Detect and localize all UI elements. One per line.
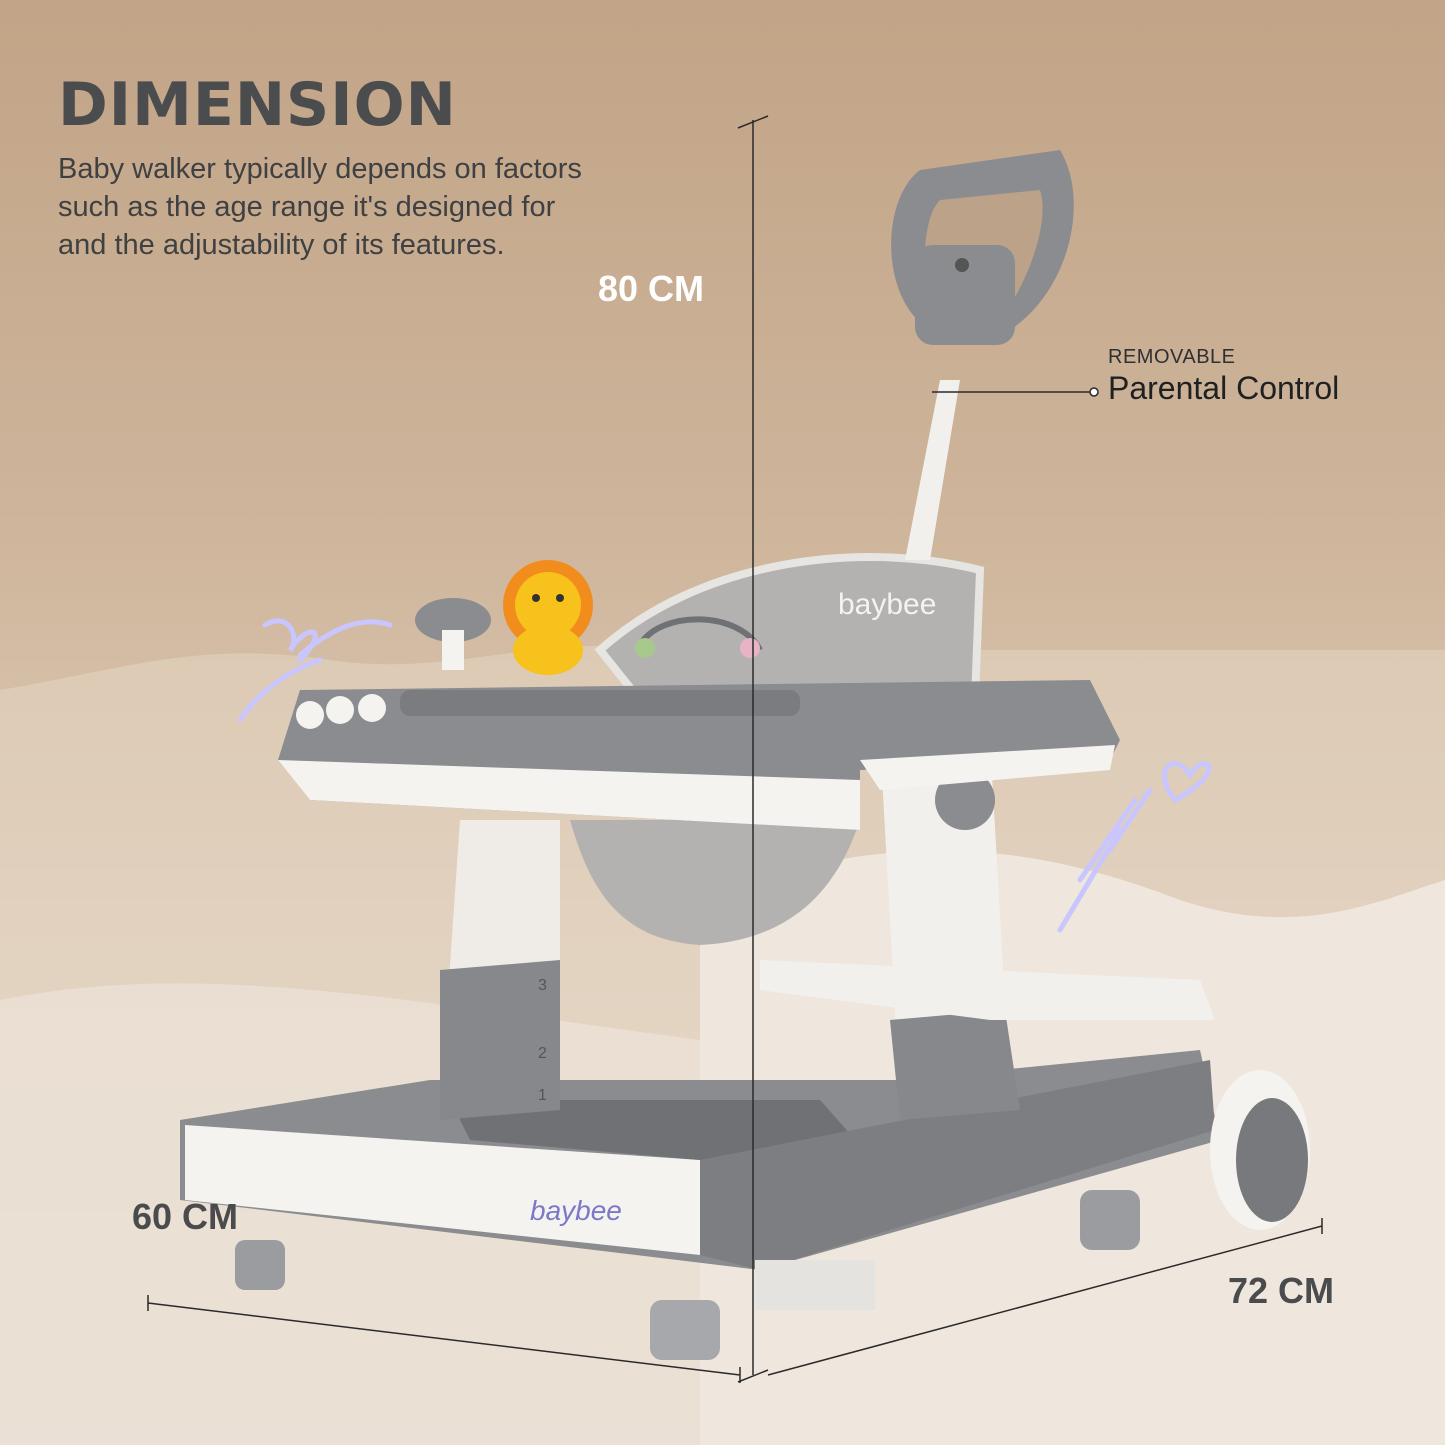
height-measure-line: [737, 115, 769, 1383]
height-dimension-label: 80 CM: [598, 268, 705, 309]
walker-base: [180, 1050, 1220, 1310]
walker-posts: [440, 740, 1215, 1120]
page-title: DIMENSION: [58, 70, 457, 140]
description-text: Baby walker typically depends on factors…: [58, 153, 582, 261]
bead-toy: [637, 616, 763, 652]
height-mark-1: 1: [538, 1087, 547, 1104]
width-measure-line: [147, 1295, 741, 1383]
lion-toy: [503, 560, 593, 675]
base-logo: baybee: [530, 1195, 622, 1226]
callout-title: Parental Control: [1108, 370, 1340, 406]
walker-wheels: [235, 1070, 1310, 1360]
width-dimension-label: 60 CM: [132, 1196, 239, 1237]
walker-seat: [570, 552, 985, 945]
walker-tray: [278, 680, 1120, 830]
heart-doodle-right: [1057, 761, 1212, 933]
parental-handle: [891, 150, 1074, 560]
bead-green: [635, 638, 655, 658]
depth-measure-line: [767, 1218, 1323, 1376]
seat-logo: baybee: [838, 588, 936, 621]
mushroom-toy: [415, 598, 491, 670]
height-mark-2: 2: [538, 1045, 547, 1062]
bead-pink: [740, 638, 760, 658]
height-mark-3: 3: [538, 977, 547, 994]
depth-dimension-label: 72 CM: [1228, 1270, 1335, 1311]
heart-doodle-left: [237, 618, 393, 723]
callout-line: [932, 387, 1099, 397]
callout-subtitle: REMOVABLE: [1108, 346, 1236, 368]
